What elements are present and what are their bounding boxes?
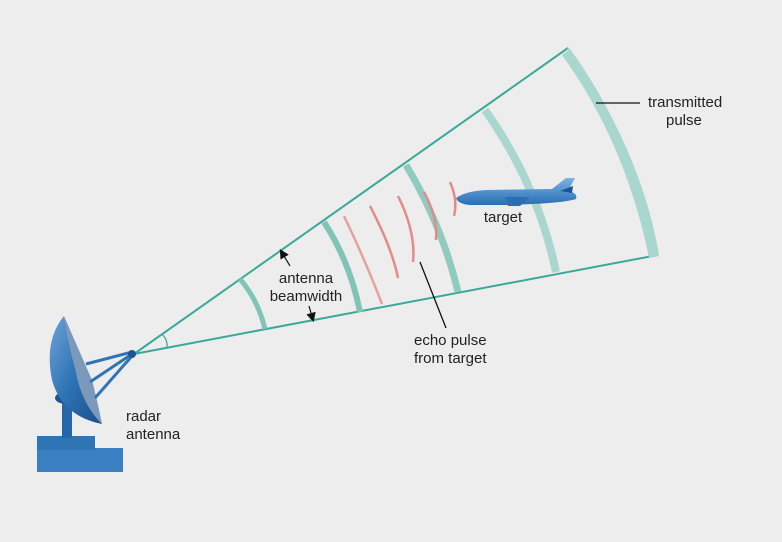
transmitted-pulse-arc-2 (321, 220, 363, 313)
beamwidth-arrow-lower (306, 305, 316, 323)
echo-pulse-leader (419, 261, 447, 329)
transmitted-pulse-arc-4 (481, 107, 560, 273)
beam-upper-edge (133, 47, 569, 355)
echo-pulse-arc-1 (342, 215, 384, 305)
beam-lower-edge (133, 254, 659, 355)
beamwidth-angle-arc (161, 333, 168, 349)
echo-pulse-label-line-1: echo pulse (414, 332, 487, 349)
antenna-beamwidth-label-line-1: antenna (278, 270, 334, 287)
echo-pulse-label: echo pulse from target (414, 332, 487, 368)
echo-pulse-arc-3 (396, 195, 415, 263)
radar-antenna-label-line-2: antenna (126, 426, 181, 443)
antenna-beamwidth-label-line-2: beamwidth (269, 288, 343, 305)
radar-antenna-label-line-1: radar (126, 408, 162, 425)
beamwidth-arrow-upper (279, 248, 291, 267)
echo-pulse-arc-4 (422, 191, 438, 241)
radar-antenna-label: radar antenna (126, 408, 180, 444)
antenna-beamwidth-label: antenna beamwidth (258, 270, 354, 306)
transmitted-pulse-arc-1 (238, 277, 268, 330)
target-label-text: target (483, 209, 523, 226)
echo-pulse-arc-5 (448, 181, 457, 217)
radar-dish-icon (37, 316, 136, 472)
transmitted-pulse-label: transmitted pulse (648, 94, 722, 130)
airplane-icon (456, 178, 577, 206)
transmitted-pulse-arc-5 (561, 49, 659, 259)
echo-pulse-arc-2 (368, 205, 400, 279)
target-label: target (478, 209, 528, 227)
transmitted-pulse-label-line-2: pulse (666, 112, 702, 129)
echo-pulse-label-line-2: from target (414, 350, 487, 367)
transmitted-pulse-label-line-1: transmitted (648, 94, 723, 111)
